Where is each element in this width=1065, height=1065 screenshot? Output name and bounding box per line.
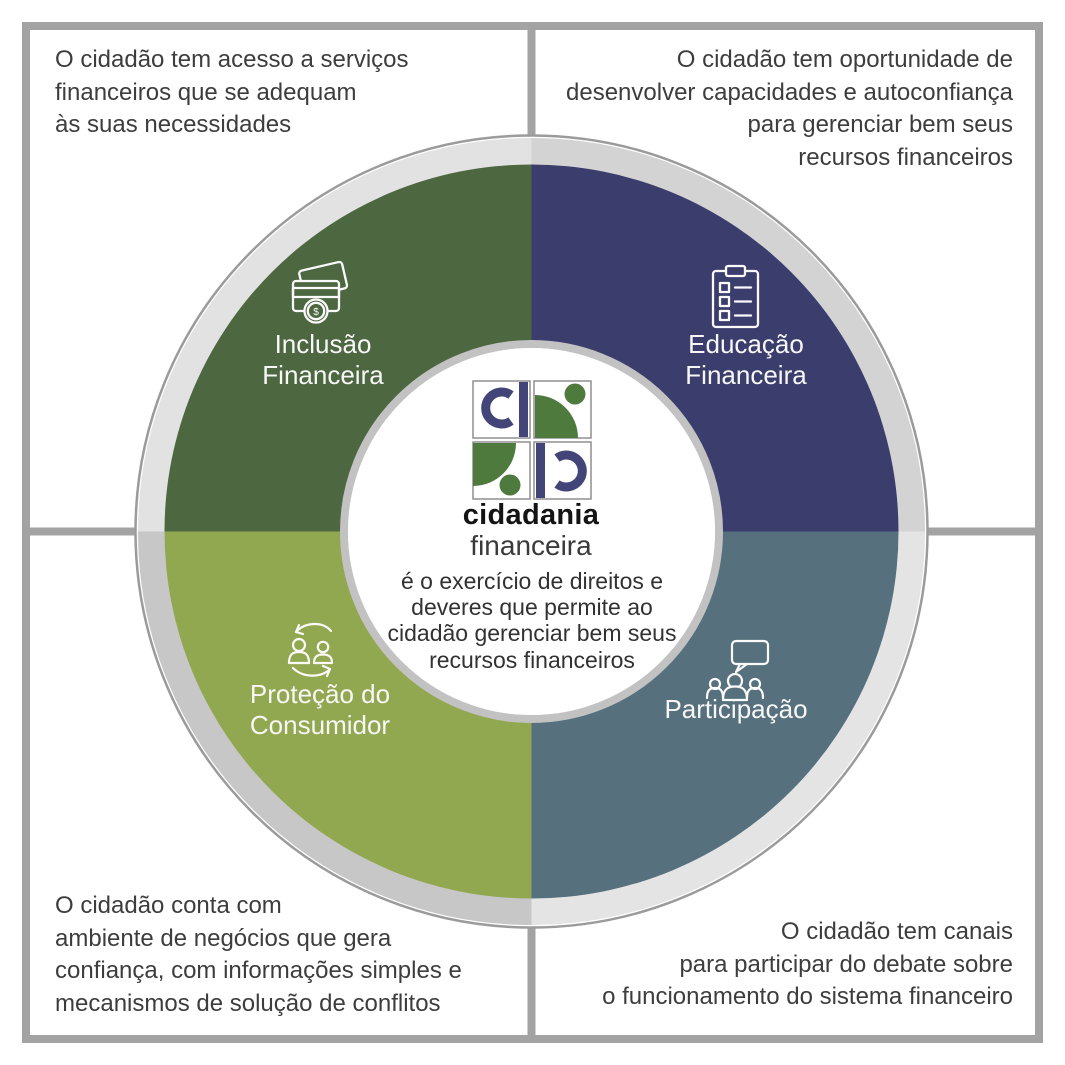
logo-c-arc (481, 387, 514, 429)
logo-word-financeira: financeira (470, 530, 592, 561)
cidadania-financeira-logo (472, 380, 592, 500)
logo-reverse-c-arc (554, 450, 587, 492)
quadrant-educacao-financeira (531, 164, 899, 532)
donut-quadrants (164, 164, 899, 899)
quadrant-participacao (531, 531, 899, 899)
checklist-clipboard-icon (711, 264, 760, 329)
quadrant-protecao-do-consumidor (164, 531, 532, 899)
label-educacao-financeira: Educação Financeira (685, 329, 807, 390)
corner-text-protecao: O cidadão conta com ambiente de negócios… (55, 892, 462, 1017)
center-definition-text: é o exercício de direitos e deveres que … (387, 568, 677, 673)
logo-quarter-top-right (535, 395, 578, 438)
logo-bar-bottom (536, 443, 545, 498)
logo-quarter-bottom-left (473, 443, 516, 486)
corner-text-inclusao: O cidadão tem acesso a serviços financei… (55, 46, 409, 139)
quadrant-inclusao-financeira (164, 164, 532, 532)
label-inclusao-financeira: Inclusão Financeira (262, 329, 384, 390)
people-exchange-icon (287, 622, 334, 678)
corner-text-participacao: O cidadão tem canais para participar do … (602, 918, 1013, 1011)
center-circle (348, 348, 715, 715)
logo-dot-bottom-left (499, 474, 521, 496)
group-speech-icon (705, 639, 770, 702)
outer-frame (22, 22, 1043, 1043)
corner-text-educacao: O cidadão tem oportunidade de desenvolve… (566, 46, 1013, 171)
plate-arc-bottom-right (531, 531, 925, 925)
plate-arc-top-left (138, 138, 532, 532)
inner-gray-ring (340, 340, 723, 723)
label-participacao: Participação (664, 694, 808, 724)
cards-coin-icon: $ (291, 260, 349, 324)
logo-dot-top-right (564, 383, 586, 405)
plate-arc-bottom-left (138, 531, 532, 925)
plate-arc-top-right (531, 138, 925, 532)
logo-word-cidadania: cidadania (462, 499, 600, 531)
logo-bar-top (519, 382, 528, 437)
gray-plate-ring (138, 138, 925, 925)
label-protecao-do-consumidor: Proteção do Consumidor (249, 679, 391, 740)
coin-dollar-glyph: $ (313, 307, 319, 318)
